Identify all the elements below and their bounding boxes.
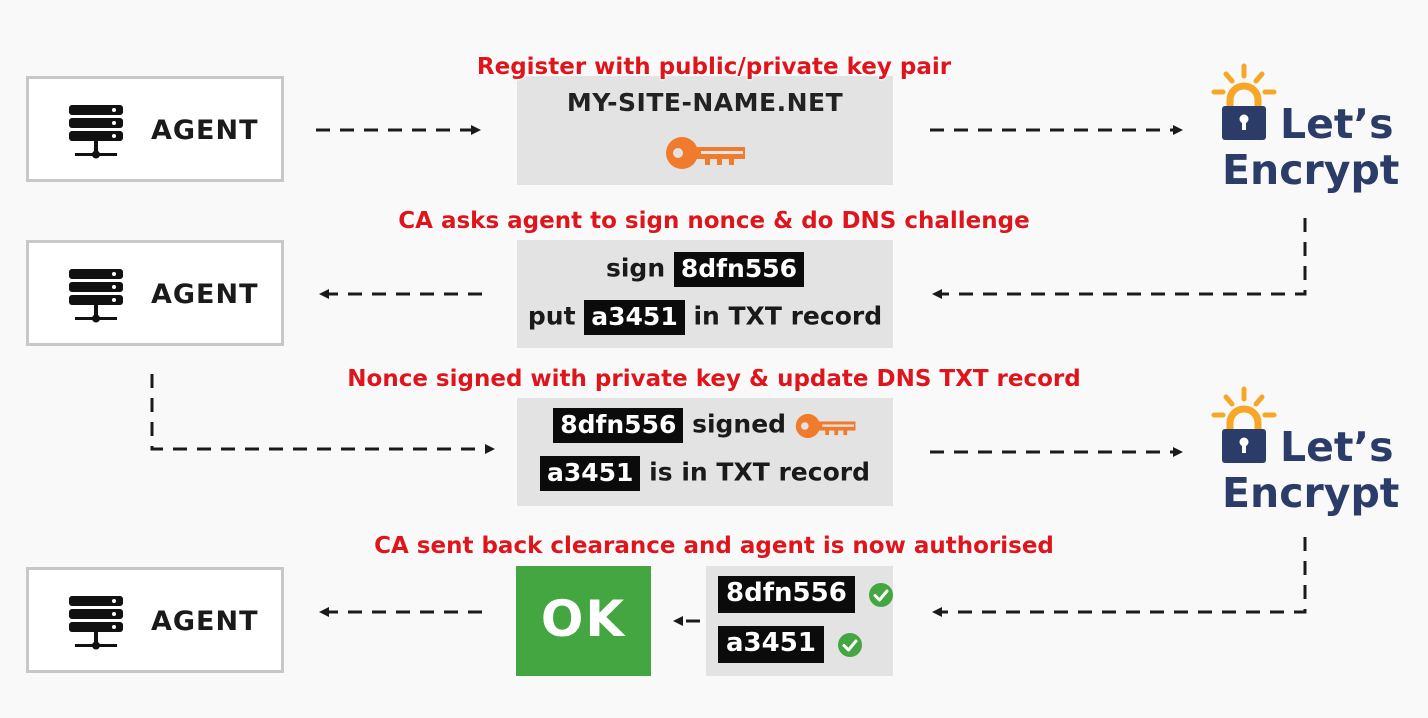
ca-name-line-2: Encrypt [1222,146,1400,194]
agent-box-1: AGENT [26,76,284,182]
step-4-caption: CA sent back clearance and agent is now … [374,533,1054,559]
sign-line: sign 8dfn556 [517,252,893,287]
sign-prefix: sign [605,253,666,283]
key-icon [666,137,745,169]
signed-panel: 8dfn556 signed a3451 is in TXT record [517,398,893,506]
key-icon [795,413,856,438]
nonce-verified-row: 8dfn556 [718,576,894,616]
ca-name-line-2: Encrypt [1222,469,1400,517]
token-verified-row: a3451 [718,626,863,666]
register-panel: MY-SITE-NAME.NET [517,76,893,185]
agent-label: AGENT [151,115,259,146]
server-icon [69,269,123,323]
challenge-panel: sign 8dfn556 put a3451 in TXT record [517,240,893,348]
put-suffix: in TXT record [693,301,883,331]
server-icon [69,105,123,159]
ca-name-line-1: Let’s [1280,100,1394,148]
domain-name: MY-SITE-NAME.NET [566,88,844,117]
token-chip: a3451 [584,300,685,335]
step-3-caption: Nonce signed with private key & update D… [347,366,1081,392]
arrow-agent-down-to-signed [150,374,495,454]
txt-line: a3451 is in TXT record [517,456,893,491]
agent-label: AGENT [151,279,259,310]
nonce-chip: 8dfn556 [673,252,805,287]
check-icon [838,632,863,657]
signed-suffix: signed [692,409,787,439]
step-1-caption: Register with public/private key pair [476,54,952,80]
put-prefix: put [527,301,576,331]
step-2-caption: CA asks agent to sign nonce & do DNS cha… [398,208,1030,234]
agent-box-2: AGENT [26,240,284,346]
arrow-ca-down-to-challenge [932,218,1307,299]
put-line: put a3451 in TXT record [517,300,893,335]
signed-line: 8dfn556 signed [517,408,893,443]
nonce-chip: 8dfn556 [718,576,855,613]
agent-label: AGENT [151,606,259,637]
check-icon [868,582,893,607]
lock-icon [1211,386,1277,463]
txt-suffix: is in TXT record [649,457,870,487]
lock-icon [1211,63,1277,140]
agent-box-3: AGENT [26,567,284,673]
ok-box: OK [516,566,651,676]
ca-logo-bottom: Let’s Encrypt [1208,385,1408,525]
ca-logo-top: Let’s Encrypt [1208,62,1408,202]
ca-name-line-1: Let’s [1280,423,1394,471]
token-chip: a3451 [718,626,824,663]
nonce-chip: 8dfn556 [553,408,684,443]
server-icon [69,596,123,650]
arrow-ca-down-to-clearance [932,537,1307,617]
ok-label: OK [540,590,627,648]
token-chip: a3451 [540,456,641,491]
